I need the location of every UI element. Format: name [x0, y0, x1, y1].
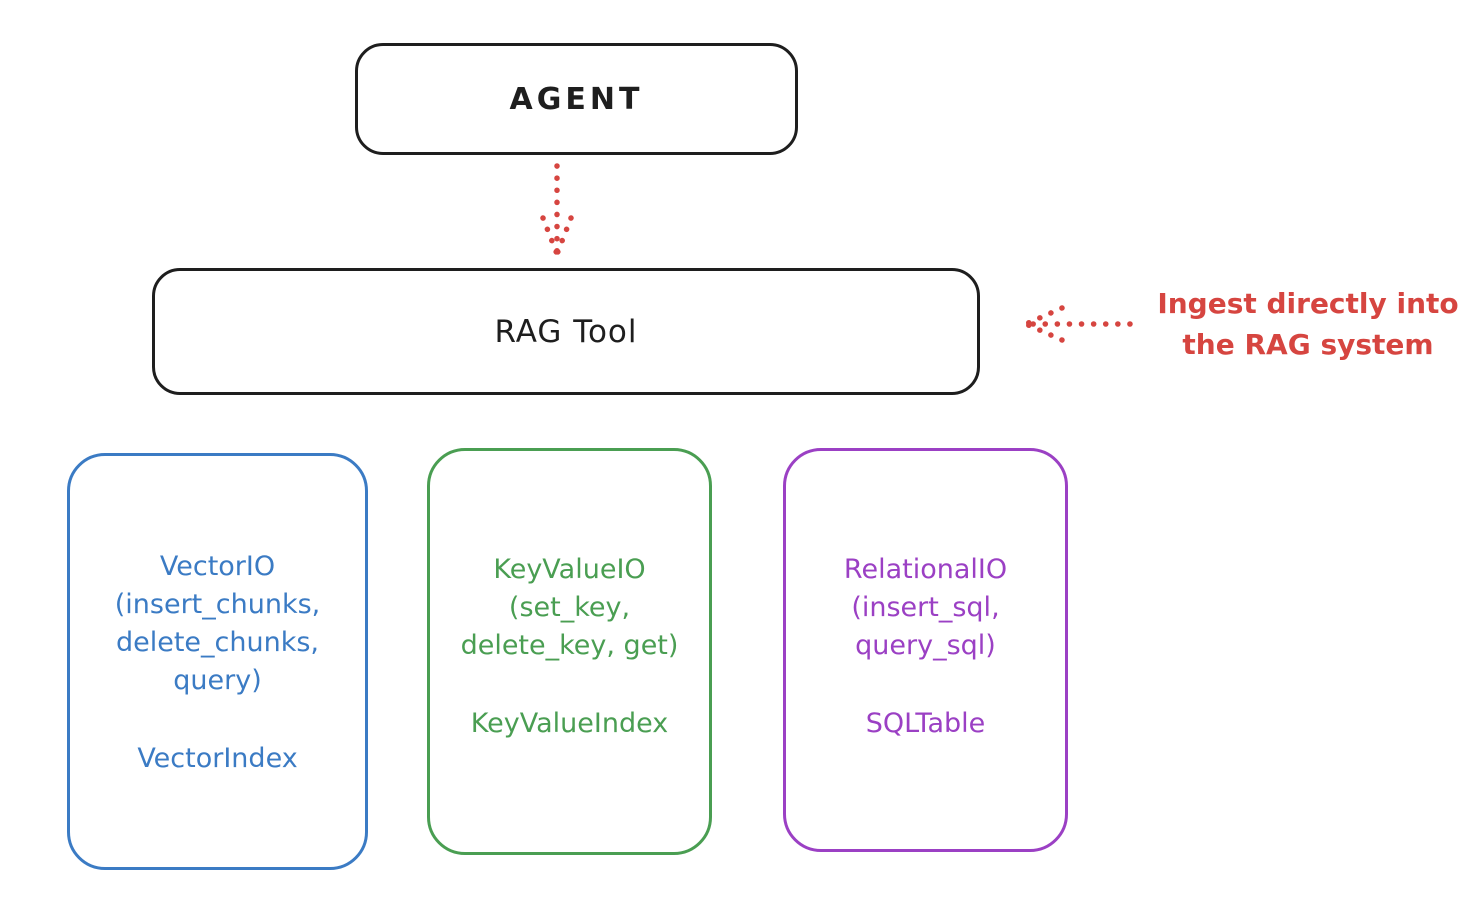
- keyvalue-index-label: KeyValueIndex: [470, 708, 669, 739]
- relational-io-title: RelationalIO: [843, 554, 1008, 585]
- agent-node: AGENT: [355, 43, 798, 155]
- ingest-arrow-icon: [1023, 305, 1133, 343]
- keyvalue-io-title: KeyValueIO: [493, 554, 646, 585]
- vector-io-methods-line2: delete_chunks,: [115, 627, 320, 658]
- rag-tool-label: RAG Tool: [494, 313, 638, 350]
- rag-tool-node: RAG Tool: [152, 268, 980, 395]
- relational-io-methods-line1: (insert_sql,: [851, 592, 1000, 623]
- relational-io-methods-line2: query_sql): [855, 630, 996, 661]
- agent-to-ragtool-arrow-icon: [540, 163, 574, 259]
- ingest-annotation-line1: Ingest directly into: [1157, 287, 1459, 320]
- backend-card-keyvalue-io: KeyValueIO (set_key, delete_key, get) Ke…: [427, 448, 712, 855]
- vector-io-title: VectorIO: [159, 551, 276, 582]
- backend-card-vector-io: VectorIO (insert_chunks, delete_chunks, …: [67, 453, 368, 870]
- keyvalue-io-methods-line1: (set_key,: [508, 592, 631, 623]
- vector-io-methods-line1: (insert_chunks,: [114, 589, 321, 620]
- agent-label: AGENT: [509, 81, 644, 117]
- sql-table-label: SQLTable: [865, 708, 986, 739]
- backend-card-relational-io: RelationalIO (insert_sql, query_sql) SQL…: [783, 448, 1068, 852]
- ingest-annotation-line2: the RAG system: [1182, 328, 1434, 361]
- ingest-annotation: Ingest directly into the RAG system: [1140, 283, 1476, 365]
- vector-index-label: VectorIndex: [137, 743, 298, 774]
- keyvalue-io-methods-line2: delete_key, get): [460, 630, 679, 661]
- vector-io-methods-line3: query): [173, 665, 262, 696]
